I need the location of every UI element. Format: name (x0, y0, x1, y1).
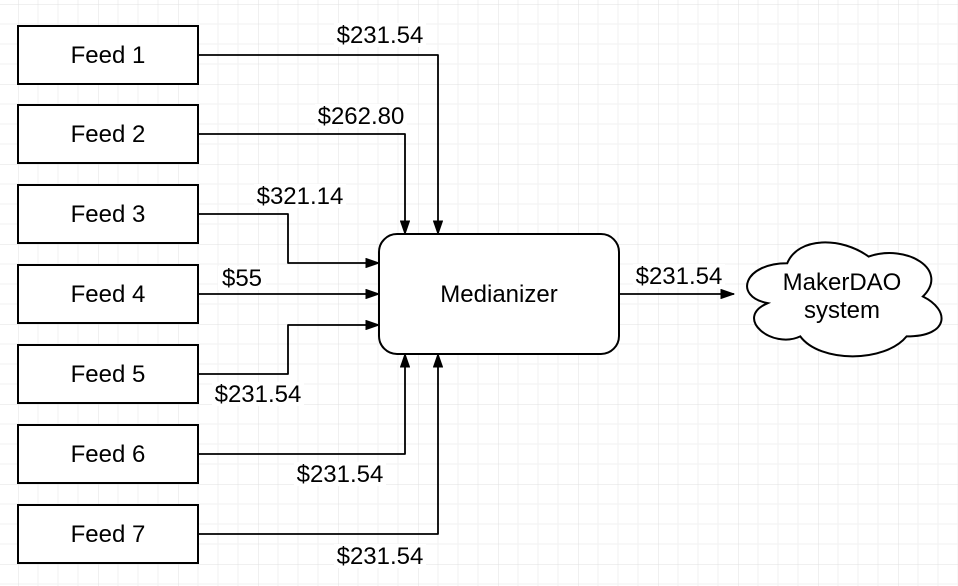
edge-label-feed3: $321.14 (254, 183, 346, 210)
edge-label-text: $231.54 (297, 461, 384, 488)
feed-4-box[interactable] (17, 264, 199, 324)
edge-feed2-to-medianizer[interactable] (198, 133, 405, 234)
feed-3-box[interactable] (17, 184, 199, 244)
edge-label-text: $55 (222, 265, 262, 292)
feed-nodes-layer: Feed 1 Feed 2 Feed 3 Feed 4 Feed 5 Feed … (17, 25, 199, 564)
edge-label-text: $262.80 (318, 103, 405, 130)
feed-3-label: Feed 3 (71, 201, 146, 228)
cloud-label-line1: MakerDAO (783, 269, 902, 296)
feed-5-label: Feed 5 (71, 361, 146, 388)
medianizer-box[interactable] (378, 233, 620, 355)
edge-label-feed7: $231.54 (334, 543, 426, 570)
cloud-shape[interactable] (746, 241, 943, 358)
feed-2-label: Feed 2 (71, 121, 146, 148)
feed-node-5[interactable]: Feed 5 (17, 344, 199, 404)
edge-label-bg (315, 104, 407, 128)
feed-1-label: Feed 1 (71, 42, 146, 69)
feed-7-box[interactable] (17, 504, 199, 564)
edge-feed3-to-medianizer[interactable] (198, 213, 379, 263)
feed-5-box[interactable] (17, 344, 199, 404)
edge-label-bg (254, 184, 346, 208)
edge-label-output: $231.54 (633, 263, 725, 290)
edge-label-bg (334, 544, 426, 568)
edge-feed7-to-medianizer[interactable] (198, 354, 438, 535)
feed-node-6[interactable]: Feed 6 (17, 424, 199, 484)
feed-4-label: Feed 4 (71, 281, 146, 308)
edges-layer (198, 54, 734, 535)
edge-label-feed2: $262.80 (315, 103, 407, 130)
edge-feed1-to-medianizer[interactable] (198, 54, 438, 234)
feed-node-1[interactable]: Feed 1 (17, 25, 199, 85)
edge-feed5-to-medianizer[interactable] (198, 325, 379, 375)
edge-label-feed4: $55 (218, 265, 266, 292)
medianizer-label: Medianizer (440, 281, 557, 308)
edge-label-text: $231.54 (337, 22, 424, 49)
edge-label-bg (218, 266, 266, 290)
edge-label-feed6: $231.54 (294, 461, 386, 488)
feed-node-3[interactable]: Feed 3 (17, 184, 199, 244)
makerdao-cloud-node[interactable]: MakerDAO system (746, 241, 943, 358)
feed-node-2[interactable]: Feed 2 (17, 104, 199, 164)
edge-feed6-to-medianizer[interactable] (198, 354, 405, 455)
edge-labels-layer: $231.54 $262.80 $321.14 $55 $231.54 $231… (212, 22, 725, 570)
feed-6-box[interactable] (17, 424, 199, 484)
edge-label-feed5: $231.54 (212, 381, 304, 408)
edge-label-text: $231.54 (636, 263, 723, 290)
edge-label-text: $321.14 (257, 183, 344, 210)
edge-label-text: $231.54 (215, 381, 302, 408)
edge-label-feed1: $231.54 (334, 22, 426, 49)
feed-2-box[interactable] (17, 104, 199, 164)
feed-node-4[interactable]: Feed 4 (17, 264, 199, 324)
medianizer-node[interactable]: Medianizer (378, 233, 620, 355)
edge-label-bg (294, 462, 386, 486)
edge-label-bg (212, 382, 304, 406)
cloud-label-line2: system (804, 297, 880, 324)
feed-6-label: Feed 6 (71, 441, 146, 468)
edge-label-bg (633, 264, 725, 288)
feed-node-7[interactable]: Feed 7 (17, 504, 199, 564)
feed-7-label: Feed 7 (71, 521, 146, 548)
feed-1-box[interactable] (17, 25, 199, 85)
edge-label-text: $231.54 (337, 543, 424, 570)
edge-label-bg (334, 23, 426, 47)
